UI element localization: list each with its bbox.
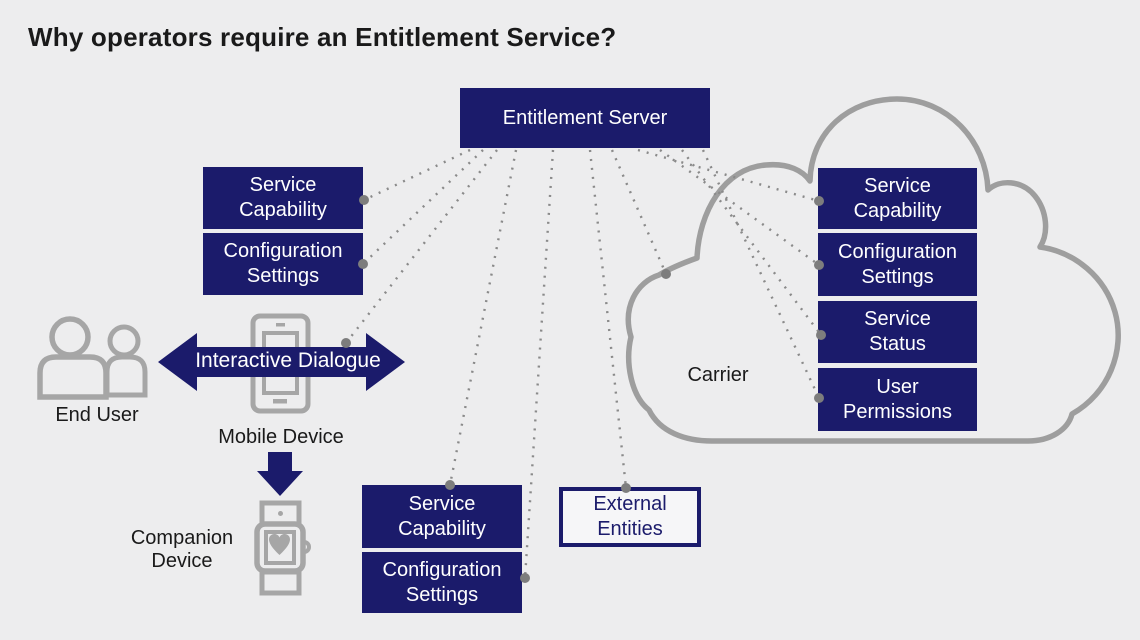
bottom-configuration-settings-box: Configuration Settings bbox=[362, 552, 522, 613]
box-line: User bbox=[876, 375, 919, 398]
cloud-service-capability-box: Service Capability bbox=[818, 168, 977, 229]
box-line: Service bbox=[864, 308, 931, 330]
box-line: Capability bbox=[239, 199, 327, 221]
bottom-service-capability-box: Service Capability bbox=[362, 485, 522, 548]
box-line: Permissions bbox=[843, 400, 952, 423]
box-line: Configuration bbox=[382, 558, 502, 581]
carrier-label: Carrier bbox=[687, 364, 749, 386]
label-line: Companion bbox=[130, 527, 234, 549]
end-user-label: End User bbox=[55, 404, 139, 426]
box-line: Service bbox=[408, 492, 476, 515]
box-line: Configuration bbox=[223, 240, 343, 262]
box-line: Settings bbox=[861, 265, 934, 288]
cloud-user-permissions-box: User Permissions bbox=[818, 368, 977, 431]
box-line: Service bbox=[864, 174, 931, 197]
external-entities-box: External Entities bbox=[559, 487, 701, 547]
cloud-service-status-box: Service Status bbox=[818, 301, 977, 363]
mobile-device-label: Mobile Device bbox=[218, 426, 344, 448]
box-line: Capability bbox=[398, 517, 486, 540]
box-line: Settings bbox=[405, 583, 479, 606]
box-line: Entities bbox=[597, 518, 663, 540]
entitlement-server-box: Entitlement Server bbox=[460, 88, 710, 148]
box-line: Configuration bbox=[838, 240, 957, 263]
cloud-configuration-settings-box: Configuration Settings bbox=[818, 233, 977, 296]
box-line: Capability bbox=[853, 199, 942, 222]
left-service-capability-box: Service Capability bbox=[203, 167, 363, 229]
box-line: Service bbox=[249, 174, 317, 196]
entitlement-server-label: Entitlement Server bbox=[502, 106, 668, 129]
box-line: Status bbox=[869, 333, 926, 355]
label-line: Device bbox=[151, 550, 213, 572]
companion-device-label: Companion Device bbox=[112, 527, 252, 573]
interactive-dialogue-label: Interactive Dialogue bbox=[195, 349, 381, 372]
left-configuration-settings-box: Configuration Settings bbox=[203, 233, 363, 295]
page-title: Why operators require an Entitlement Ser… bbox=[28, 22, 617, 52]
box-line: External bbox=[593, 493, 667, 515]
box-line: Settings bbox=[246, 265, 320, 287]
